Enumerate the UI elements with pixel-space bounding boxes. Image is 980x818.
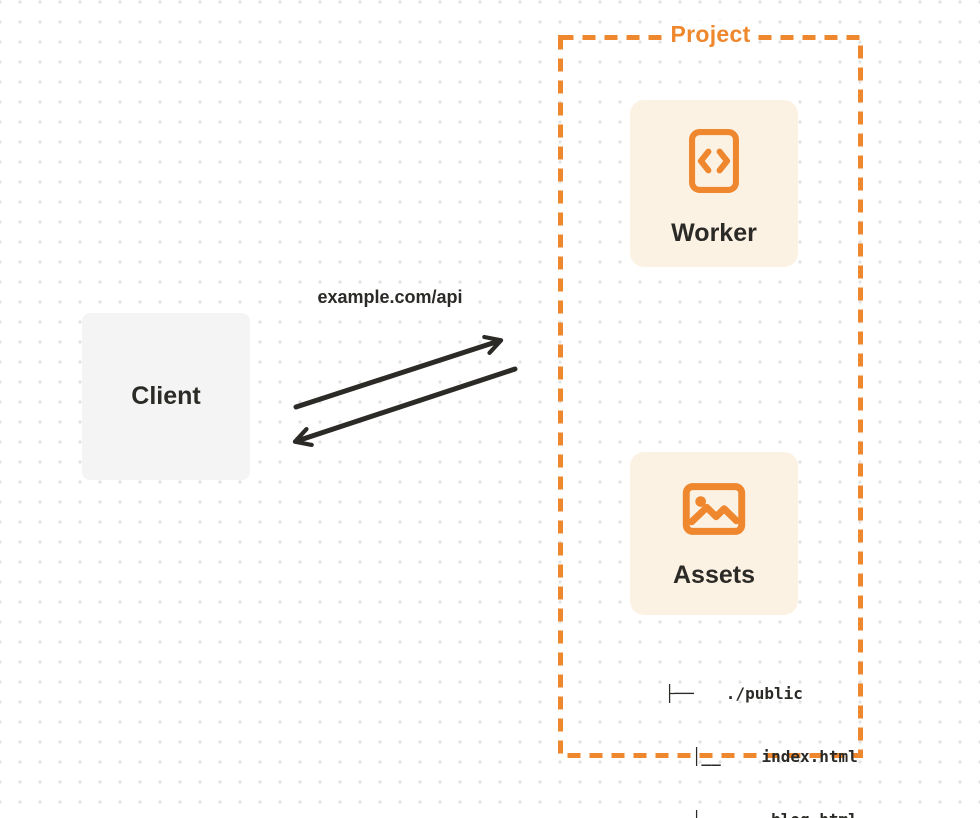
worker-node: Worker — [630, 100, 798, 267]
client-label: Client — [131, 382, 201, 410]
tree-file-name: index.html — [761, 747, 858, 766]
assets-file-tree: ├──./public │__index.html │__blog.html │… — [607, 620, 858, 818]
tree-branch-glyph: │__ — [692, 809, 722, 818]
request-arrow — [293, 334, 504, 410]
request-url-label: example.com/api — [317, 287, 463, 307]
client-node: Client — [82, 313, 250, 480]
tree-root-folder: ./public — [725, 684, 803, 703]
tree-file-name: blog.html — [722, 809, 858, 818]
tree-row-file: │__ index.html — [607, 725, 858, 766]
tree-row-file: │__blog.html — [607, 788, 858, 818]
code-file-icon — [689, 129, 739, 193]
tree-branch-glyph: │__ — [691, 747, 721, 766]
response-arrow — [292, 366, 518, 448]
project-group-label: Project — [558, 21, 863, 48]
tree-row-root: ├── ./public — [607, 662, 858, 703]
assets-label: Assets — [673, 561, 755, 589]
assets-node: Assets — [630, 452, 798, 615]
project-label-text: Project — [663, 21, 758, 48]
worker-label: Worker — [671, 219, 757, 247]
tree-branch-glyph: ├── — [664, 684, 694, 703]
image-icon — [682, 483, 746, 535]
